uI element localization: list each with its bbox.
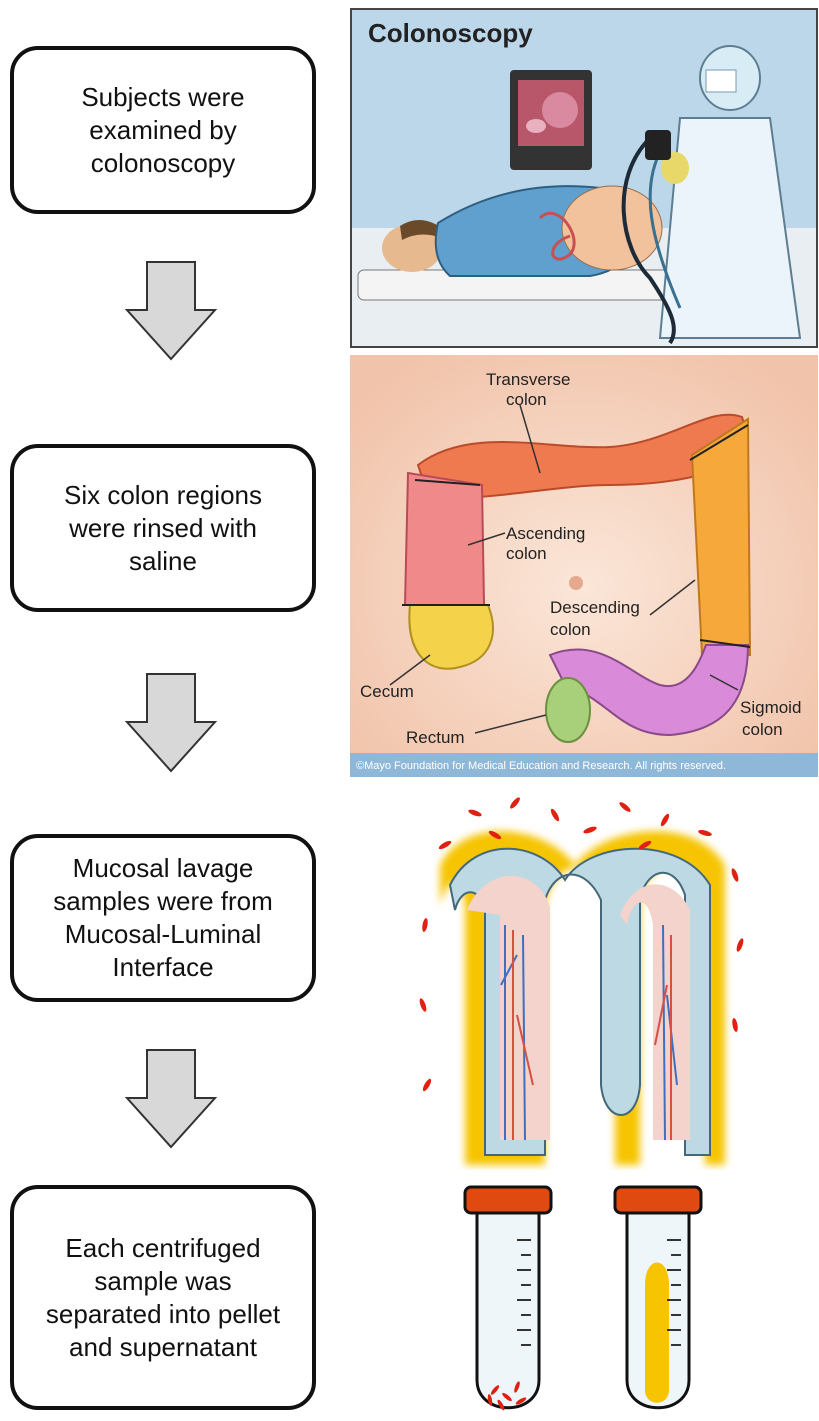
ascending-colon [405,473,484,605]
step-label-3: Mucosal lavage samples were from Mucosal… [36,852,290,984]
credit-text: ©Mayo Foundation for Medical Education a… [356,760,726,772]
colonoscopy-illustration: Colonoscopy [350,8,818,348]
label-transverse-1: Transverse [486,370,570,389]
step-box-1: Subjects were examined by colonoscopy [10,46,316,214]
label-descending-1: Descending [550,598,640,617]
step-box-4: Each centrifuged sample was separated in… [10,1185,316,1410]
label-descending-2: colon [550,620,591,639]
label-rectum: Rectum [406,728,465,747]
step-label-1: Subjects were examined by colonoscopy [36,81,290,180]
step-label-4: Each centrifuged sample was separated in… [36,1232,290,1364]
label-cecum: Cecum [360,682,414,701]
label-sigmoid-2: colon [742,720,783,739]
label-ascending-1: Ascending [506,524,585,543]
down-arrow-1 [124,260,218,362]
step-box-3: Mucosal lavage samples were from Mucosal… [10,834,316,1002]
video-monitor [510,70,592,170]
mucosal-villi-illustration [405,785,755,1170]
colonoscopy-title: Colonoscopy [368,18,533,48]
label-sigmoid-1: Sigmoid [740,698,801,717]
pellet-tube [465,1187,551,1411]
supernatant-tube [615,1187,701,1408]
rectum [546,678,590,742]
down-arrow-2 [124,672,218,774]
label-transverse-2: colon [506,390,547,409]
colon-anatomy-illustration: Transverse colon Ascending colon Descend… [350,355,818,777]
step-box-2: Six colon regions were rinsed with salin… [10,444,316,612]
step-label-2: Six colon regions were rinsed with salin… [36,479,290,578]
down-arrow-3 [124,1048,218,1150]
centrifuge-tubes-illustration [455,1185,725,1421]
label-ascending-2: colon [506,544,547,563]
